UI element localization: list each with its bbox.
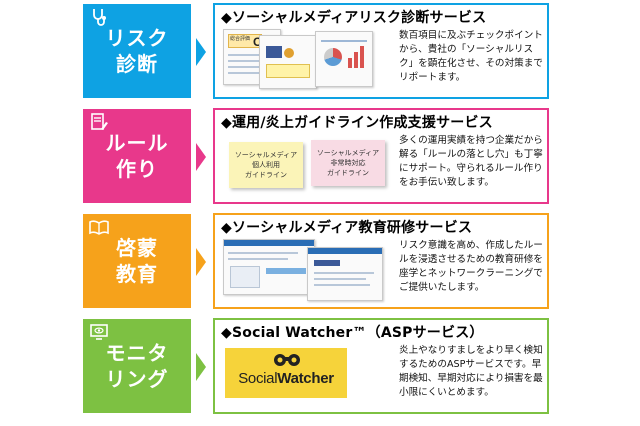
service-row-monitoring: モニタ リング ◆Social Watcher™（ASPサービス） Social… [83,315,549,415]
arrow-right-icon [196,38,206,66]
service-description: 炎上やなりすましをより早く検知するためのASPサービスです。早期検知、早期対応に… [399,345,543,398]
service-title: ◆ソーシャルメディアリスク診断サービス [221,10,487,26]
tile-rule-making[interactable]: ルール 作り [83,109,191,203]
service-row-rule-making: ルール 作り ◆運用/炎上ガイドライン作成支援サービス ソーシャルメディア 個人… [83,105,549,205]
service-description: 数百項目に及ぶチェックポイントから、貴社の「ソーシャルリスク」を顕在化させ、その… [399,30,543,83]
training-slide-1 [223,239,315,295]
binoculars-icon [274,354,300,366]
stethoscope-icon [93,9,106,26]
service-title: ◆ソーシャルメディア教育研修サービス [221,220,473,236]
guideline-note-personal: ソーシャルメディア 個人利用 ガイドライン [229,142,303,188]
tile-label-line2: 教育 [116,262,158,286]
tile-education[interactable]: 啓蒙 教育 [83,214,191,308]
service-description: 多くの運用実績を持つ企業だから解る「ルールの落とし穴」も丁寧にサポート。守られる… [399,135,543,188]
service-row-risk-diagnosis: リスク 診断 ◆ソーシャルメディアリスク診断サービス 総合評価 C [83,0,549,100]
report-page-2 [259,35,317,89]
tile-label-line2: 診断 [116,52,158,76]
tile-monitoring[interactable]: モニタ リング [83,319,191,413]
service-panel-risk-diagnosis: ◆ソーシャルメディアリスク診断サービス 総合評価 C [213,3,549,99]
open-book-icon [89,220,109,235]
tile-label-line1: 啓蒙 [116,236,158,260]
training-thumbnail [223,239,383,303]
service-panel-monitoring: ◆Social Watcher™（ASPサービス） SocialWatcher … [213,318,549,414]
tile-label-line1: リスク [105,26,169,50]
arrow-right-icon [196,248,206,276]
arrow-right-icon [196,143,206,171]
monitor-eye-icon [90,324,108,340]
grade-label: 総合評価 [230,36,251,42]
logo-wordmark: SocialWatcher [238,370,334,387]
service-panel-education: ◆ソーシャルメディア教育研修サービス リスク意識を高め、作成したルールを浸透させ… [213,213,549,309]
report-thumbnail: 総合評価 C [223,29,383,91]
service-panel-rule-making: ◆運用/炎上ガイドライン作成支援サービス ソーシャルメディア 個人利用 ガイドラ… [213,108,549,204]
training-slide-2 [307,247,383,301]
tile-label-line2: 作り [116,157,158,181]
service-title: ◆Social Watcher™（ASPサービス） [221,325,484,341]
tile-label-line1: モニタ [105,341,169,365]
document-pen-icon [91,113,108,130]
service-title: ◆運用/炎上ガイドライン作成支援サービス [221,115,493,131]
guideline-note-emergency: ソーシャルメディア 非常時対応 ガイドライン [311,140,385,186]
arrow-right-icon [196,353,206,381]
report-page-3 [315,31,373,87]
tile-risk-diagnosis[interactable]: リスク 診断 [83,4,191,98]
grade-box: 総合評価 C [228,34,262,48]
social-watcher-logo: SocialWatcher [225,348,347,398]
grade-value: C [253,35,262,49]
tile-label-line1: ルール [105,131,169,155]
service-description: リスク意識を高め、作成したルールを浸透させるための教育研修を座学とネットワークラ… [399,240,543,293]
service-row-education: 啓蒙 教育 ◆ソーシャルメディア教育研修サービス リスク意識を高め、作成したルー… [83,210,549,310]
tile-label-line2: リング [105,367,169,391]
